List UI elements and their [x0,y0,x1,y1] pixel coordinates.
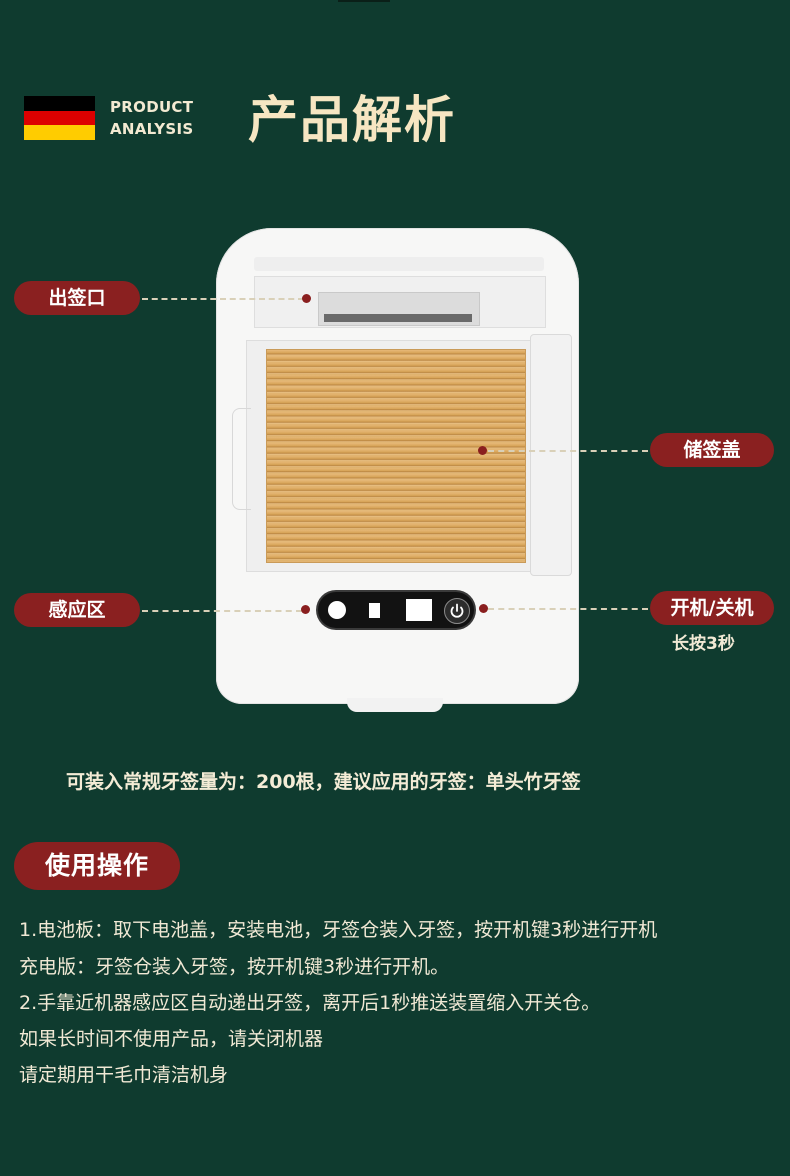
usage-line-4: 如果长时间不使用产品，请关闭机器 [19,1028,324,1050]
brand-label: PRODUCT ANALYSIS [110,96,193,140]
device-foot [347,698,443,712]
top-divider [338,0,390,2]
device-top-slot [254,257,544,271]
germany-flag-icon [24,96,95,140]
outlet-opening [324,314,472,322]
power-icon [444,598,470,624]
indicator-small [369,603,380,618]
toothpick-stack [266,349,526,563]
power-marker [479,604,488,613]
storage-lid-label: 储签盖 [650,433,774,467]
usage-line-1: 1.电池板：取下电池盖，安装电池，牙签仓装入牙签，按开机键3秒进行开机 [19,919,658,941]
outlet-marker [302,294,311,303]
sensor-marker [301,605,310,614]
storage-lid [530,334,572,576]
outlet-leader-line [142,298,304,300]
storage-lid-marker [478,446,487,455]
page-title: 产品解析 [248,91,456,149]
indicator-large [406,599,432,621]
storage-lid-leader-line [488,450,648,452]
outlet-label: 出签口 [14,281,140,315]
sensor-circle-icon [328,601,346,619]
side-grip [232,408,251,510]
usage-line-2: 充电版：牙签仓装入牙签，按开机键3秒进行开机。 [19,956,450,978]
brand-line-2: ANALYSIS [110,120,194,138]
power-leader-line [488,608,648,610]
usage-line-5: 请定期用干毛巾清洁机身 [19,1064,229,1086]
brand-line-1: PRODUCT [110,98,194,116]
power-label: 开机/关机 [650,591,774,625]
sensor-leader-line [142,610,302,612]
capacity-note: 可装入常规牙签量为：200根，建议应用的牙签：单头竹牙签 [66,771,581,793]
usage-line-3: 2.手靠近机器感应区自动递出牙签，离开后1秒推送装置缩入开关仓。 [19,992,601,1014]
usage-heading: 使用操作 [14,842,180,890]
power-note: 长按3秒 [672,634,735,654]
sensor-label: 感应区 [14,593,140,627]
